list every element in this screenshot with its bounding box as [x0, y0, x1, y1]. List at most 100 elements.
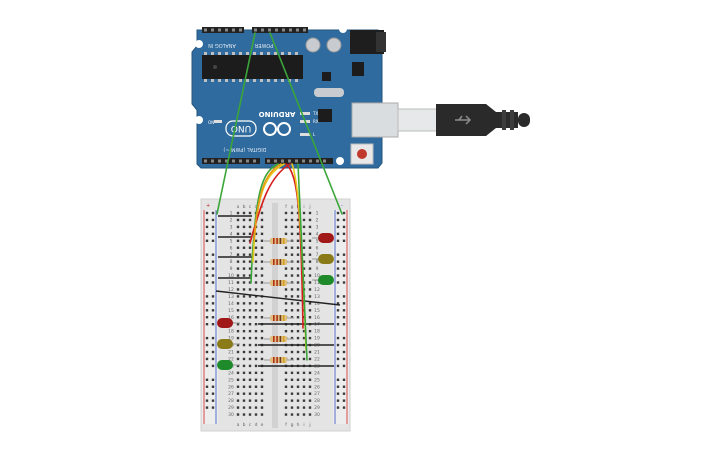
column-label: b: [243, 422, 246, 428]
usb-cable-icon[interactable]: [397, 104, 530, 136]
row-label: 24: [228, 370, 234, 376]
ground-jumpers[interactable]: [215, 215, 341, 367]
resistors[interactable]: [264, 238, 294, 363]
breadboard-hole: [242, 316, 246, 319]
row-label: 22: [228, 356, 234, 362]
breadboard-hole: [254, 316, 258, 319]
rail-hole: [205, 316, 209, 319]
breadboard-hole: [260, 211, 264, 215]
row-label: 11: [228, 280, 234, 286]
breadboard-hole: [260, 260, 264, 263]
resistor[interactable]: [264, 336, 294, 342]
wire-green-signal-2: [297, 163, 308, 361]
breadboard-hole: [296, 211, 300, 215]
breadboard-hole: [284, 371, 288, 375]
rail-hole: [342, 309, 346, 312]
breadboard-hole: [260, 253, 264, 256]
rail-hole: [336, 302, 340, 305]
column-label: i: [303, 204, 304, 210]
rail-hole: [336, 281, 340, 284]
breadboard-hole: [290, 336, 294, 340]
breadboard-hole: [248, 218, 252, 222]
rail-hole: [336, 378, 340, 381]
rail-hole: [336, 406, 340, 409]
breadboard-hole: [242, 350, 246, 354]
breadboard-hole: [242, 309, 246, 312]
column-label: e: [261, 423, 264, 428]
rail-hole: [205, 323, 209, 326]
breadboard-hole: [302, 316, 306, 319]
led-left-red[interactable]: [217, 318, 240, 328]
resistor[interactable]: [264, 259, 294, 265]
breadboard-hole: [284, 392, 288, 395]
resistor[interactable]: [264, 315, 294, 321]
row-label: 29: [314, 405, 320, 411]
led-right-yellow[interactable]: [312, 254, 334, 264]
rail-hole: [336, 364, 340, 368]
led-left-yellow[interactable]: [217, 339, 240, 349]
breadboard-hole: [302, 406, 306, 409]
breadboard-hole: [260, 218, 264, 222]
rail-hole: [205, 239, 209, 242]
arduino-board[interactable]: ANALOG IN POWER: [191, 25, 399, 169]
row-label: 30: [314, 412, 320, 418]
breadboard-hole: [236, 295, 240, 298]
breadboard-hole: [308, 329, 312, 333]
breadboard-hole: [296, 260, 300, 263]
rail-minus-top: -: [341, 203, 343, 209]
svg-text:UNO: UNO: [231, 123, 251, 133]
rail-hole: [342, 392, 346, 395]
row-label: 2: [316, 217, 319, 223]
rail-plus-top: +: [206, 203, 210, 209]
breadboard-hole: [248, 274, 252, 277]
rail-hole: [211, 302, 215, 305]
breadboard-hole: [242, 329, 246, 333]
resistor[interactable]: [264, 280, 294, 286]
led-right-green[interactable]: [312, 275, 334, 285]
breadboard-hole: [236, 406, 240, 409]
breadboard-hole: [302, 260, 306, 263]
reset-button-icon[interactable]: [350, 143, 374, 165]
rail-hole: [205, 232, 209, 236]
breadboard-hole: [302, 218, 306, 222]
breadboard-hole: [284, 295, 288, 298]
row-label: 10: [228, 273, 234, 279]
column-label: i: [303, 422, 304, 428]
rail-hole: [336, 253, 340, 256]
signal-wires[interactable]: [216, 32, 343, 361]
row-label: 11: [314, 280, 320, 286]
column-label: f: [285, 204, 287, 210]
digital-header[interactable]: [202, 158, 333, 164]
breadboard-hole: [260, 371, 264, 375]
breadboard-hole: [236, 239, 240, 242]
row-label: 13: [228, 294, 234, 300]
rail-hole: [211, 281, 215, 284]
breadboard-hole: [302, 385, 306, 388]
breadboard-hole: [260, 399, 264, 402]
breadboard-hole: [260, 267, 264, 270]
rail-hole: [211, 267, 215, 270]
breadboard-hole: [290, 225, 294, 229]
row-label: 1: [230, 211, 233, 217]
breadboard-hole: [308, 371, 312, 375]
breadboard-hole: [296, 371, 300, 375]
breadboard-hole: [290, 378, 294, 381]
column-label: a: [237, 205, 240, 210]
breadboard-hole: [308, 378, 312, 381]
rail-hole: [342, 295, 346, 298]
breadboard-hole: [236, 260, 240, 263]
rail-hole: [211, 218, 215, 222]
breadboard-hole: [242, 385, 246, 388]
rail-hole: [205, 309, 209, 312]
analog-power-header[interactable]: [202, 27, 308, 33]
breadboard-holes[interactable]: [205, 211, 346, 416]
resistor[interactable]: [264, 357, 294, 363]
breadboard-hole: [290, 399, 294, 402]
led-right-red[interactable]: [312, 233, 334, 243]
led-left-green[interactable]: [217, 360, 240, 370]
breadboard-hole: [284, 413, 288, 416]
resistor[interactable]: [264, 238, 294, 244]
rail-hole: [211, 211, 215, 215]
breadboard-hole: [290, 385, 294, 388]
